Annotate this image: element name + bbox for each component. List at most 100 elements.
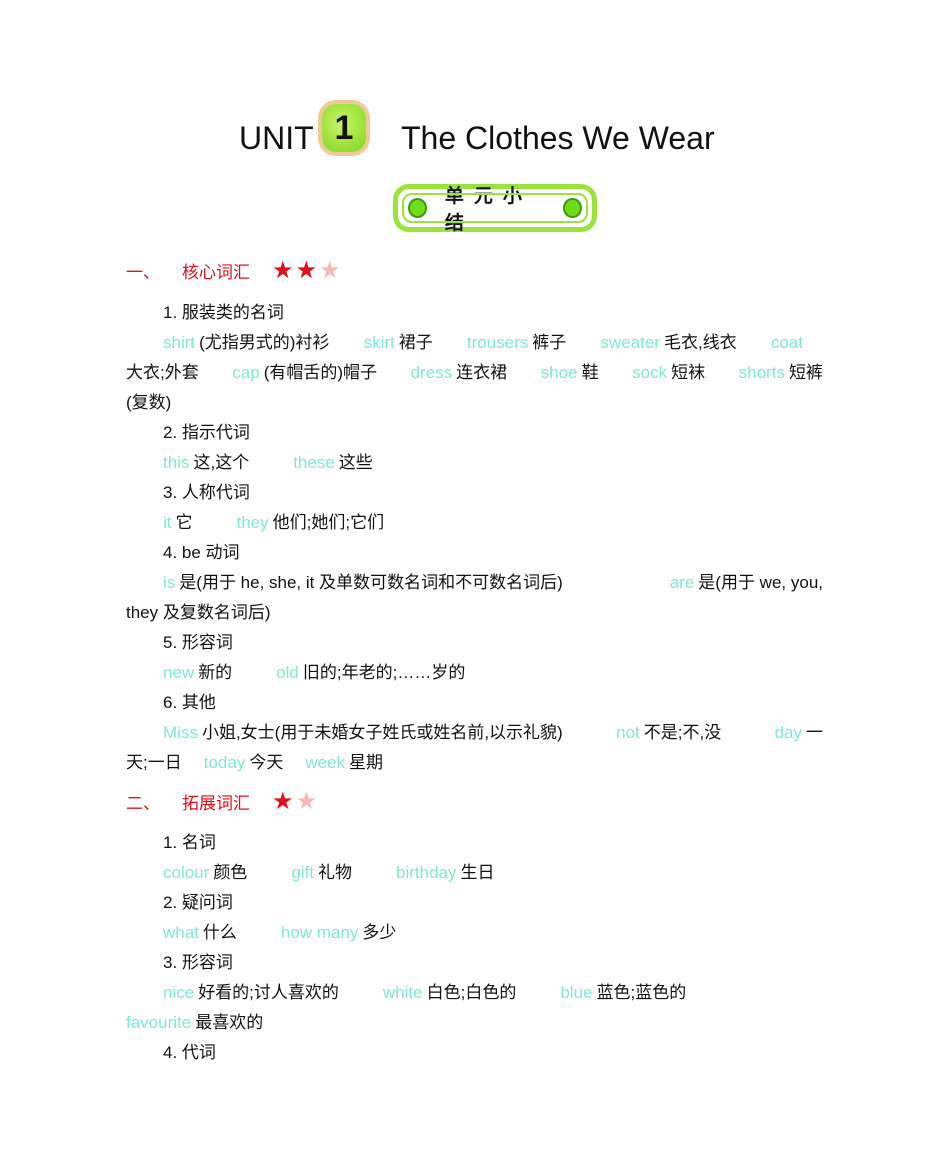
dot-icon [408, 198, 427, 218]
star-icon: ★ [319, 256, 341, 284]
star-icon: ★ [295, 787, 318, 815]
vocab-item: 大衣;外套 [126, 361, 199, 385]
vocab-definition: 是(用于 he, she, it 及单数可数名词和不可数名词后) [179, 573, 563, 592]
vocab-definition: 天;一日 [126, 753, 182, 772]
star-icon: ★ [272, 256, 294, 284]
vocab-definition: 2. 指示代词 [163, 423, 250, 442]
vocab-item: 4. be 动词 [163, 541, 240, 565]
vocab-term: day [774, 723, 802, 742]
vocab-definition: 短裤 [788, 363, 823, 382]
vocab-definition: 短袜 [671, 363, 706, 382]
section-number: 一、 [126, 263, 160, 282]
dot-icon [563, 198, 583, 218]
vocab-term: sock [632, 363, 668, 382]
vocab-item: cap(有帽舌的)帽子 [232, 361, 377, 385]
vocab-term: shirt [163, 333, 196, 352]
vocab-definition: 白色;白色的 [426, 983, 517, 1002]
vocab-term: cap [232, 363, 260, 382]
vocab-definition: 蓝色;蓝色的 [596, 983, 687, 1002]
vocab-item: (复数) [126, 391, 171, 415]
vocab-term: are [669, 573, 695, 592]
vocab-item: 1. 服装类的名词 [163, 301, 284, 325]
vocab-definition: 2. 疑问词 [163, 893, 233, 912]
vocab-definition: 礼物 [318, 863, 352, 882]
star-icon: ★ [272, 787, 294, 815]
vocab-line: 5. 形容词 [163, 631, 255, 655]
unit-title: UNIT 1 The Clothes We Wear [0, 104, 950, 162]
vocab-line: 1. 服装类的名词 [163, 301, 306, 325]
vocab-term: how many [280, 923, 359, 942]
vocab-term: old [276, 663, 299, 682]
vocab-definition: 这些 [338, 453, 373, 472]
section-label: 拓展词汇 [182, 794, 250, 813]
vocab-term: nice [163, 983, 195, 1002]
vocab-item: 5. 形容词 [163, 631, 233, 655]
section-label: 核心词汇 [182, 263, 250, 282]
vocab-definition: 什么 [202, 923, 237, 942]
vocab-definition: 星期 [349, 753, 384, 772]
vocab-term: white [382, 983, 423, 1002]
vocab-term: new [163, 663, 195, 682]
vocab-line: 4. be 动词 [163, 541, 262, 565]
vocab-definition: 好看的;讨人喜欢的 [198, 983, 339, 1002]
vocab-definition: (复数) [126, 393, 172, 412]
vocab-definition: 不是;不,没 [643, 723, 722, 742]
unit-label: UNIT [239, 120, 314, 156]
vocab-term: today [203, 753, 246, 772]
vocab-item: they 及复数名词后) [126, 601, 271, 625]
vocab-term: birthday [396, 863, 457, 882]
vocab-item: 3. 形容词 [163, 951, 233, 975]
section-heading: 一、核心词汇★★★ [126, 258, 343, 283]
vocab-definition: they 及复数名词后) [126, 603, 271, 622]
vocab-term: it [163, 513, 172, 532]
vocab-definition: (有帽舌的)帽子 [263, 363, 378, 382]
vocab-item: 2. 指示代词 [163, 421, 250, 445]
vocab-term: these [293, 453, 335, 472]
vocab-term: not [616, 723, 640, 742]
vocab-definition: 毛衣,线衣 [663, 333, 737, 352]
vocab-definition: 6. 其他 [163, 693, 216, 712]
vocab-term: they [236, 513, 269, 532]
vocab-term: skirt [363, 333, 395, 352]
vocab-definition: 3. 人称代词 [163, 483, 250, 502]
vocab-definition: 3. 形容词 [163, 953, 233, 972]
vocab-definition: 这,这个 [193, 453, 250, 472]
vocab-term: gift [291, 863, 314, 882]
vocab-definition: 他们;她们;它们 [272, 513, 385, 532]
vocab-item: coat [771, 331, 807, 355]
vocab-line: 2. 疑问词 [163, 891, 255, 915]
vocab-definition: 裤子 [532, 333, 567, 352]
vocab-definition: 颜色 [213, 863, 248, 882]
vocab-term: blue [560, 983, 593, 1002]
vocab-term: is [163, 573, 176, 592]
vocab-definition: 1. 名词 [163, 833, 216, 852]
summary-badge: 单元小结 [393, 184, 597, 234]
vocab-definition: 一 [806, 723, 823, 742]
vocab-item: 1. 名词 [163, 831, 216, 855]
